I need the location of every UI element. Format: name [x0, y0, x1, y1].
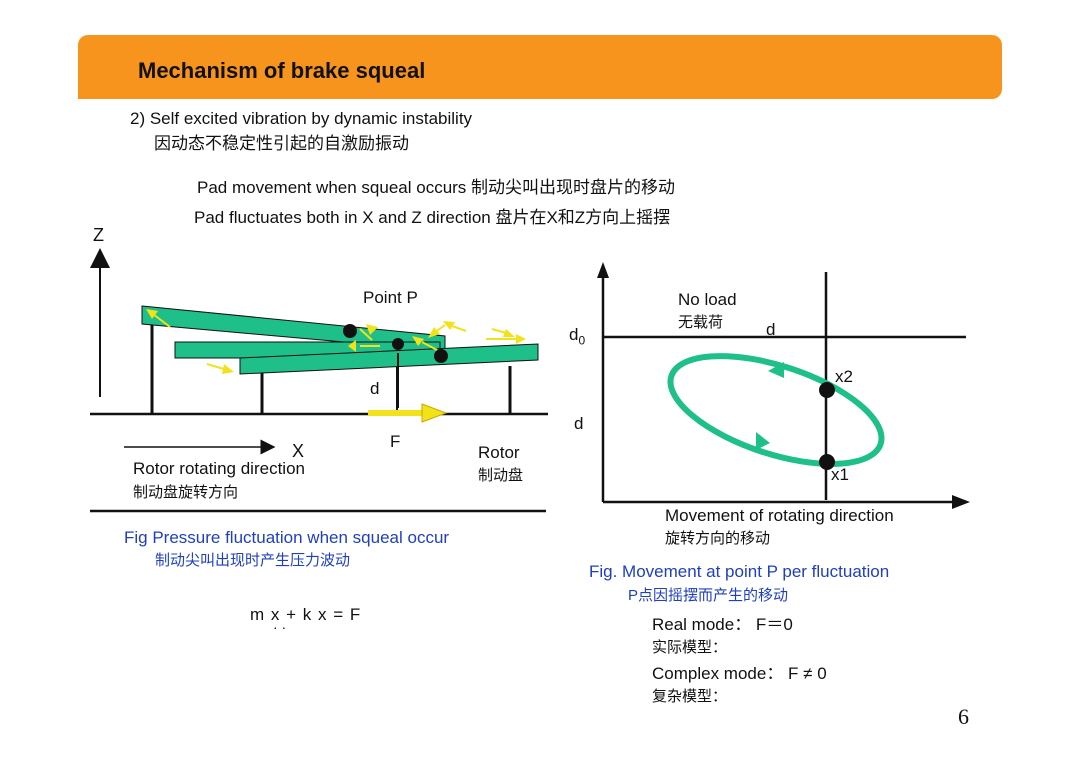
point-p-marker	[434, 349, 448, 363]
d-top-label: d	[766, 320, 776, 339]
complex-mode-label-cn: 复杂模型：	[652, 688, 728, 705]
rotation-direction-label-cn: 制动盘旋转方向	[133, 484, 239, 501]
d-label: d	[370, 379, 380, 398]
motion-arrows	[146, 309, 526, 374]
header-bar	[78, 35, 1002, 99]
pad-shifted	[239, 343, 539, 375]
x2-marker	[819, 382, 835, 398]
movement-ellipse	[667, 353, 885, 467]
rotation-direction-label: Rotor rotating direction	[133, 459, 305, 478]
point-p-marker	[392, 338, 404, 350]
force-arrowhead	[421, 403, 448, 423]
vertical-axis-arrow	[597, 262, 609, 278]
right-figure-caption-cn: P点因摇摆而产生的移动	[628, 587, 789, 604]
ellipse-direction-arrow	[768, 362, 784, 378]
right-figure-caption: Fig. Movement at point P per fluctuation	[589, 562, 890, 581]
rotor-label-cn: 制动盘	[478, 467, 524, 484]
real-mode-label: Real mode： F＝0	[652, 615, 793, 634]
intro-line-cn: 因动态不稳定性引起的自激励振动	[154, 134, 409, 153]
no-load-label-cn: 无载荷	[678, 314, 724, 331]
x2-label: x2	[835, 367, 853, 386]
equation: m x + k x = F	[250, 605, 362, 624]
page-number: 6	[958, 704, 969, 729]
d-left-label: d	[574, 414, 584, 433]
force-label: F	[390, 432, 401, 451]
real-mode-label-cn: 实际模型：	[652, 639, 728, 656]
d0-label: d0	[569, 325, 586, 348]
horizontal-axis-label: Movement of rotating direction	[665, 506, 894, 525]
x1-marker	[819, 454, 835, 470]
x-axis-label: X	[292, 441, 305, 461]
complex-mode-label: Complex mode： F ≠ 0	[652, 664, 827, 683]
intro-line-en: 2) Self excited vibration by dynamic ins…	[130, 109, 473, 128]
horizontal-axis-arrow	[952, 495, 970, 509]
left-figure-caption: Fig Pressure fluctuation when squeal occ…	[124, 528, 450, 547]
rotor-label: Rotor	[478, 443, 520, 462]
equation-dots: · ·	[273, 619, 287, 635]
slide-title: Mechanism of brake squeal	[138, 58, 426, 83]
point-p-marker	[343, 324, 357, 338]
description-line-2: Pad fluctuates both in X and Z direction…	[194, 208, 671, 227]
no-load-label: No load	[678, 290, 737, 309]
point-p-label: Point P	[363, 288, 418, 307]
left-figure-caption-cn: 制动尖叫出现时产生压力波动	[155, 552, 351, 569]
ellipse-direction-arrow	[756, 432, 770, 450]
horizontal-axis-label-cn: 旋转方向的移动	[665, 530, 771, 547]
description-line-1: Pad movement when squeal occurs 制动尖叫出现时盘…	[197, 178, 676, 197]
z-axis-label: Z	[93, 225, 104, 245]
x1-label: x1	[831, 465, 849, 484]
